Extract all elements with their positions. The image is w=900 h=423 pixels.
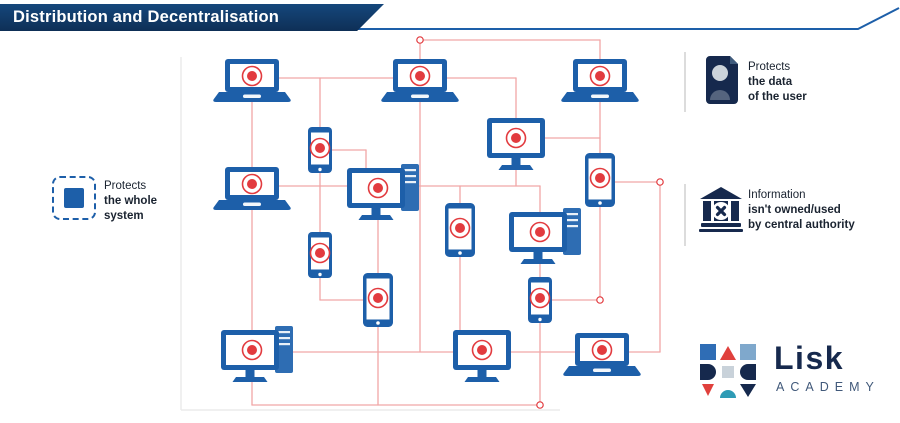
solid-square-icon [64,188,84,208]
network-node [471,339,493,361]
note-emphasis: isn't owned/used by central authority [748,203,855,231]
header-rule [352,7,900,30]
junction-dot [656,178,664,186]
whole-system-icon [52,176,96,220]
network-node [241,339,263,361]
lisk-logo-mark-icon [700,344,756,398]
network-node [529,287,551,309]
network-node [591,339,613,361]
note-user-data: Protects the data of the user [748,60,868,105]
network-node [589,65,611,87]
logo-subtitle: ACADEMY [776,380,880,394]
junction-dots [416,36,664,409]
central-authority-bank-icon [699,187,743,232]
junction-dot [536,401,544,409]
network-node [241,173,263,195]
diagram-frame [180,57,560,411]
note-whole-system: Protects the whole system [104,179,176,224]
note-rule [684,52,686,112]
note-lead: Protects [748,61,791,73]
lisk-academy-logo: Lisk ACADEMY [700,340,900,415]
note-emphasis: the whole system [104,194,158,222]
page-title: Distribution and Decentralisation [13,8,280,26]
network-node [505,127,527,149]
network-node [367,177,389,199]
note-lead: Protects [104,180,147,192]
network-node [367,287,389,309]
network-node [309,242,331,264]
note-lead: Information [748,189,806,201]
network-nodes [241,65,613,361]
junction-dot [596,296,604,304]
network-node [589,167,611,189]
note-rule [684,184,686,246]
network-node [449,217,471,239]
junction-dot [416,36,424,44]
network-node [241,65,263,87]
title-bar: Distribution and Decentralisation [0,4,384,31]
network-node [309,137,331,159]
network-node [529,221,551,243]
note-emphasis: the data of the user [748,75,807,103]
devices [213,59,641,382]
note-central-authority: Information isn't owned/used by central … [748,188,893,233]
logo-wordmark: Lisk [774,340,845,376]
user-data-icon [706,56,738,104]
network-node [409,65,431,87]
